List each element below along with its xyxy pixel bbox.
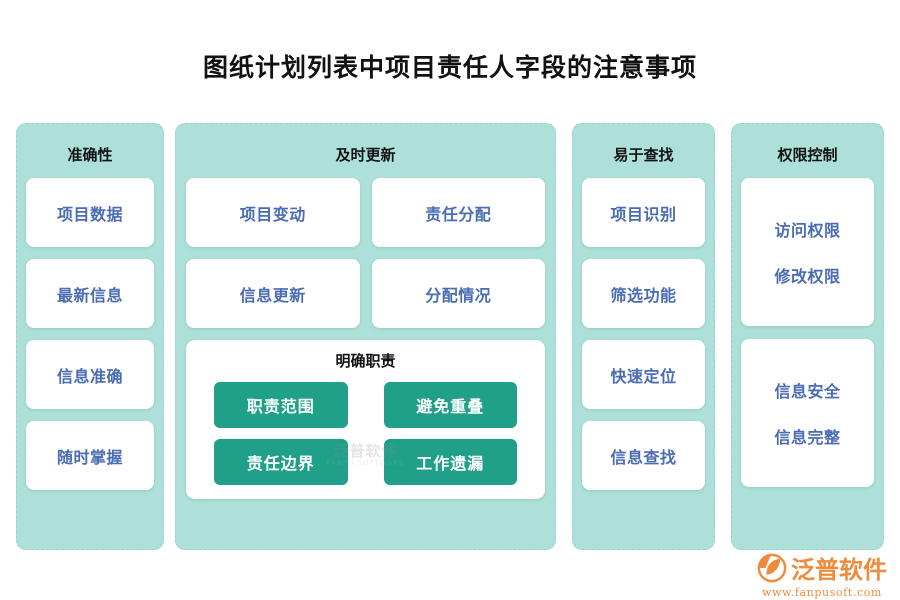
card-line: 访问权限 bbox=[774, 221, 841, 240]
brand-url: www.fanpusoft.com bbox=[762, 586, 882, 599]
card-grid: 项目变动 责任分配 信息更新 分配情况 bbox=[176, 178, 555, 328]
board: 准确性 项目数据 最新信息 信息准确 随时掌握 及时更新 项目变动 责任分配 bbox=[16, 123, 884, 550]
card-stack: 项目识别 筛选功能 快速定位 信息查找 bbox=[573, 178, 714, 490]
pill-label: 职责范围 bbox=[246, 397, 315, 416]
brand-row: 泛普软件 bbox=[757, 550, 887, 585]
card-item[interactable]: 访问权限 修改权限 bbox=[741, 178, 874, 326]
card-item[interactable]: 分配情况 bbox=[371, 259, 545, 328]
pill-grid: 职责范围 避免重叠 责任边界 工作遗漏 bbox=[186, 382, 545, 485]
pill-item[interactable]: 工作遗漏 bbox=[383, 439, 517, 485]
card-item[interactable]: 信息更新 bbox=[186, 259, 360, 328]
card-item[interactable]: 责任分配 bbox=[371, 178, 545, 247]
card-line: 筛选功能 bbox=[610, 285, 677, 305]
card-line: 项目识别 bbox=[610, 204, 677, 224]
card-line: 分配情况 bbox=[425, 285, 492, 305]
card-item[interactable]: 信息查找 bbox=[582, 421, 705, 490]
card-line: 责任分配 bbox=[425, 204, 492, 224]
card-line: 信息更新 bbox=[239, 285, 306, 305]
card-line: 项目数据 bbox=[56, 204, 123, 224]
subpanel-responsibility: 明确职责 职责范围 避免重叠 责任边界 工作遗漏 泛普软件 FANPU SOFT… bbox=[186, 340, 545, 499]
card-stack: 访问权限 修改权限 信息安全 信息完整 bbox=[732, 178, 883, 487]
brand-logo: 泛普软件 www.fanpusoft.com bbox=[757, 550, 887, 599]
pill-label: 避免重叠 bbox=[416, 397, 485, 416]
card-line: 信息准确 bbox=[56, 366, 123, 386]
pill-label: 责任边界 bbox=[246, 454, 315, 473]
column-easy-find[interactable]: 易于查找 项目识别 筛选功能 快速定位 信息查找 bbox=[572, 123, 715, 550]
card-item[interactable]: 最新信息 bbox=[26, 259, 154, 328]
brand-name: 泛普软件 bbox=[791, 556, 887, 584]
card-item[interactable]: 项目变动 bbox=[186, 178, 360, 247]
pill-label: 工作遗漏 bbox=[416, 454, 485, 473]
column-permission-control[interactable]: 权限控制 访问权限 修改权限 信息安全 信息完整 bbox=[731, 123, 884, 550]
card-item[interactable]: 信息安全 信息完整 bbox=[741, 339, 874, 487]
card-item[interactable]: 筛选功能 bbox=[582, 259, 705, 328]
card-line: 项目变动 bbox=[239, 204, 306, 224]
column-header: 及时更新 bbox=[335, 146, 396, 164]
fanpu-leaf-logo-icon bbox=[757, 553, 787, 582]
column-header: 易于查找 bbox=[613, 146, 674, 164]
card-stack: 项目数据 最新信息 信息准确 随时掌握 bbox=[17, 178, 163, 490]
pill-item[interactable]: 避免重叠 bbox=[383, 382, 517, 428]
column-accuracy[interactable]: 准确性 项目数据 最新信息 信息准确 随时掌握 bbox=[16, 123, 164, 550]
card-item[interactable]: 快速定位 bbox=[582, 340, 705, 409]
column-timely-update[interactable]: 及时更新 项目变动 责任分配 信息更新 分配情况 明确职责 职责范围 避 bbox=[175, 123, 556, 550]
pill-item[interactable]: 职责范围 bbox=[214, 382, 348, 428]
card-line: 随时掌握 bbox=[56, 447, 123, 467]
card-item[interactable]: 项目识别 bbox=[582, 178, 705, 247]
page-title: 图纸计划列表中项目责任人字段的注意事项 bbox=[202, 53, 697, 82]
card-line: 快速定位 bbox=[610, 366, 677, 386]
card-item[interactable]: 信息准确 bbox=[26, 340, 154, 409]
card-line: 信息查找 bbox=[610, 447, 677, 467]
card-line: 最新信息 bbox=[56, 285, 123, 305]
card-line: 信息安全 bbox=[774, 382, 841, 401]
card-line: 修改权限 bbox=[774, 267, 841, 286]
pill-item[interactable]: 责任边界 bbox=[214, 439, 348, 485]
card-item[interactable]: 随时掌握 bbox=[26, 421, 154, 490]
card-line: 信息完整 bbox=[774, 428, 841, 447]
column-header: 准确性 bbox=[67, 146, 113, 164]
column-header: 权限控制 bbox=[777, 146, 838, 164]
card-item[interactable]: 项目数据 bbox=[26, 178, 154, 247]
subpanel-header: 明确职责 bbox=[335, 352, 396, 370]
